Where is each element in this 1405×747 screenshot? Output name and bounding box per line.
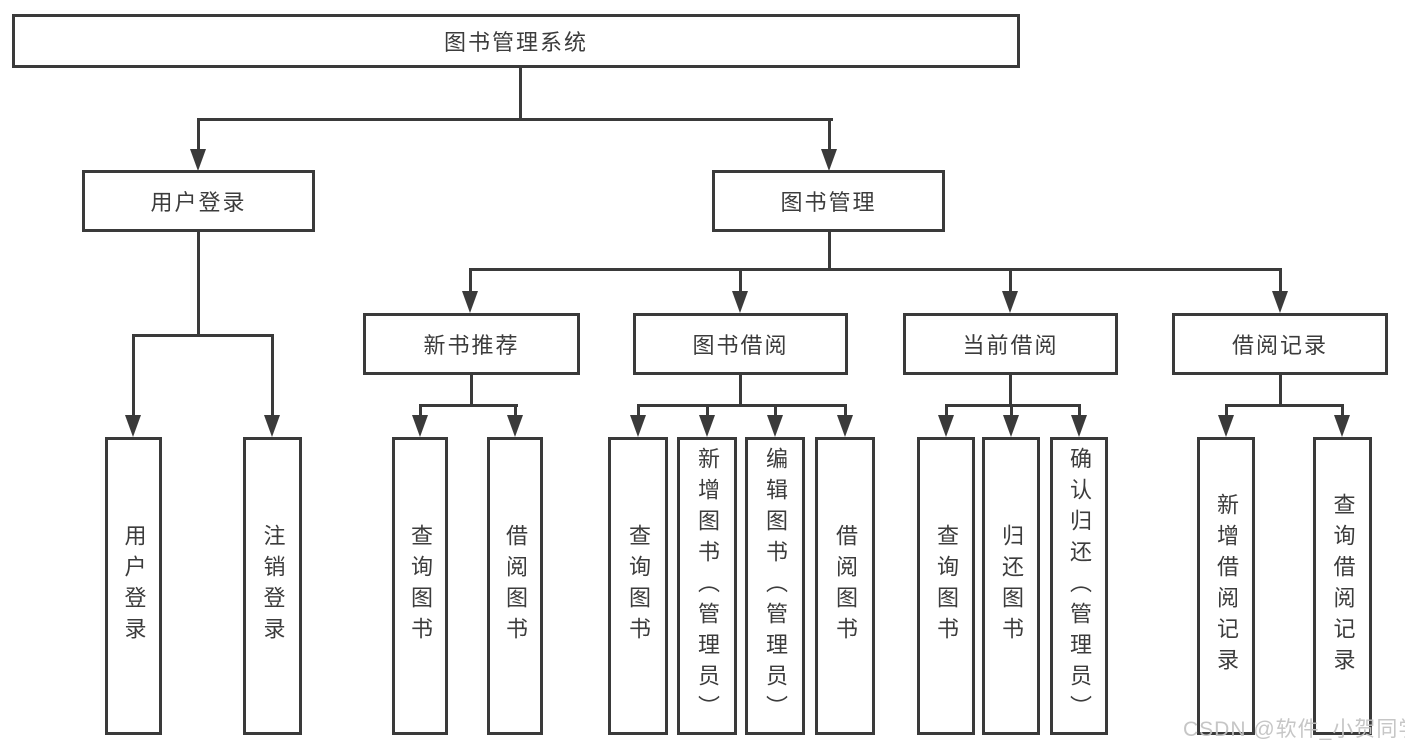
connector-line [419, 404, 518, 407]
node-new-book-recommendation: 新书推荐 [363, 313, 580, 375]
arrow-down-icon [507, 415, 523, 437]
node-book-management: 图书管理 [712, 170, 945, 232]
node-borrow-books: 借阅图书 [815, 437, 875, 735]
arrow-down-icon [1218, 415, 1234, 437]
connector-line [706, 404, 709, 416]
arrow-down-icon [938, 415, 954, 437]
node-return-books: 归还图书 [982, 437, 1040, 735]
connector-line [739, 268, 742, 293]
node-edit-books-admin: 编辑图书（管理员） [745, 437, 805, 735]
arrow-down-icon [264, 415, 280, 437]
arrow-down-icon [821, 149, 837, 171]
node-user-login: 用户登录 [82, 170, 315, 232]
node-label: 编辑图书（管理员） [763, 446, 788, 726]
connector-line [945, 404, 948, 416]
connector-line [419, 404, 422, 416]
connector-line [637, 404, 640, 416]
connector-line [469, 268, 1282, 271]
connector-line [132, 334, 274, 337]
connector-line [1279, 375, 1282, 407]
node-borrow-books-recommend: 借阅图书 [487, 437, 543, 735]
connector-line [828, 232, 831, 270]
arrow-down-icon [630, 415, 646, 437]
arrow-down-icon [1071, 415, 1087, 437]
connector-line [271, 334, 274, 416]
node-label: 查询借阅记录 [1330, 493, 1356, 679]
connector-line [197, 118, 200, 152]
node-query-books-current: 查询图书 [917, 437, 975, 735]
connector-line [469, 268, 472, 293]
arrow-down-icon [732, 291, 748, 313]
connector-line [945, 404, 1081, 407]
node-label: 查询图书 [934, 524, 959, 648]
node-query-books-borrowing: 查询图书 [608, 437, 668, 735]
node-label: 新增图书（管理员） [695, 446, 720, 726]
node-add-borrow-record: 新增借阅记录 [1197, 437, 1255, 735]
node-label: 借阅图书 [503, 524, 528, 648]
arrow-down-icon [412, 415, 428, 437]
node-label: 查询图书 [408, 524, 433, 648]
node-user-login-leaf: 用户登录 [105, 437, 162, 735]
arrow-down-icon [125, 415, 141, 437]
node-logout: 注销登录 [243, 437, 302, 735]
arrow-down-icon [837, 415, 853, 437]
connector-line [1009, 268, 1012, 293]
node-label: 新增借阅记录 [1214, 493, 1239, 679]
connector-line [132, 334, 135, 416]
arrow-down-icon [1002, 291, 1018, 313]
connector-line [519, 68, 522, 118]
node-library-management-system: 图书管理系统 [12, 14, 1020, 68]
node-label: 借阅图书 [833, 524, 858, 648]
node-query-books-recommend: 查询图书 [392, 437, 448, 735]
arrow-down-icon [767, 415, 783, 437]
connector-line [197, 232, 200, 336]
node-label: 用户登录 [121, 524, 147, 648]
node-confirm-return-admin: 确认归还（管理员） [1050, 437, 1108, 735]
connector-line [1279, 268, 1282, 293]
node-add-books-admin: 新增图书（管理员） [677, 437, 737, 735]
connector-line [637, 404, 847, 407]
node-label: 确认归还（管理员） [1067, 446, 1092, 726]
arrow-down-icon [1334, 415, 1350, 437]
connector-line [1225, 404, 1344, 407]
connector-line [1078, 404, 1081, 416]
connector-line [1341, 404, 1344, 416]
connector-line [774, 404, 777, 416]
node-label: 注销登录 [260, 524, 286, 648]
connector-line [739, 375, 742, 407]
node-label: 归还图书 [999, 524, 1024, 648]
connector-line [514, 404, 517, 416]
arrow-down-icon [699, 415, 715, 437]
watermark: CSDN @软件_小贺同学 [1183, 718, 1405, 741]
node-label: 查询图书 [626, 524, 651, 648]
node-borrowing-records: 借阅记录 [1172, 313, 1388, 375]
connector-line [828, 118, 831, 152]
connector-line [1225, 404, 1228, 416]
arrow-down-icon [462, 291, 478, 313]
node-book-borrowing: 图书借阅 [633, 313, 848, 375]
connector-line [1009, 375, 1012, 407]
connector-line [197, 118, 833, 121]
connector-line [1010, 404, 1013, 416]
arrow-down-icon [190, 149, 206, 171]
arrow-down-icon [1003, 415, 1019, 437]
connector-line [470, 375, 473, 407]
connector-line [844, 404, 847, 416]
node-query-borrow-record: 查询借阅记录 [1313, 437, 1372, 735]
node-current-borrowing: 当前借阅 [903, 313, 1118, 375]
arrow-down-icon [1272, 291, 1288, 313]
